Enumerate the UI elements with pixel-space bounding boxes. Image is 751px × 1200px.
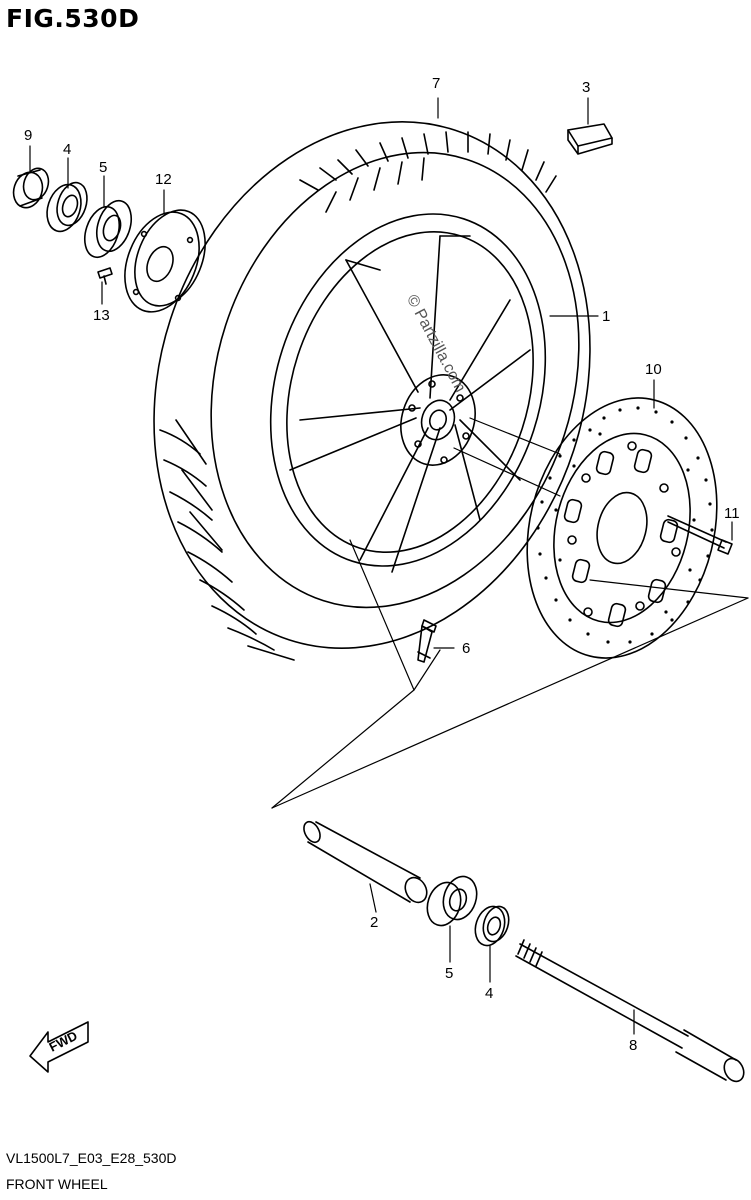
oil-seal-left xyxy=(46,181,88,233)
callout-2: 2 xyxy=(370,914,378,931)
figure-name: FRONT WHEEL xyxy=(6,1176,108,1192)
front-axle xyxy=(515,939,745,1083)
callout-13: 13 xyxy=(93,307,110,324)
callout-9: 9 xyxy=(24,127,32,144)
assembly-guide-lines xyxy=(271,417,749,809)
disc-bolt xyxy=(667,515,733,555)
fwd-label: FWD xyxy=(47,1028,80,1055)
bearing-right xyxy=(426,875,478,927)
callout-labels: 7 3 9 4 5 12 13 1 10 11 6 2 5 4 8 xyxy=(24,75,740,1054)
brake-disc xyxy=(526,397,718,659)
axle-spacer-tube xyxy=(303,820,428,904)
bearing-left xyxy=(83,199,133,259)
figure-code: VL1500L7_E03_E28_530D xyxy=(6,1150,177,1166)
callout-7: 7 xyxy=(432,75,440,92)
callout-5-left: 5 xyxy=(99,159,107,176)
brake-disc-drill-holes xyxy=(536,406,714,644)
callout-8: 8 xyxy=(629,1037,637,1054)
callout-10: 10 xyxy=(645,361,662,378)
callout-11: 11 xyxy=(724,505,740,522)
callout-6: 6 xyxy=(462,640,470,657)
retainer-screw xyxy=(97,267,113,285)
callout-1: 1 xyxy=(602,308,610,325)
tire-valve xyxy=(417,619,437,663)
leader-lines xyxy=(29,97,733,1035)
figure-title: FIG.530D xyxy=(6,4,140,33)
callout-12: 12 xyxy=(155,171,172,188)
oil-seal-right xyxy=(474,905,510,947)
fwd-arrow xyxy=(29,1021,89,1073)
callout-4-left: 4 xyxy=(63,141,71,158)
tire xyxy=(153,121,591,661)
callout-5-right: 5 xyxy=(445,965,453,982)
dust-seal-cap xyxy=(12,167,50,209)
callout-4-right: 4 xyxy=(485,985,493,1002)
callout-3: 3 xyxy=(582,79,590,96)
wheel-rim xyxy=(269,213,547,573)
bearing-retainer xyxy=(124,209,206,313)
spacer xyxy=(567,123,613,155)
